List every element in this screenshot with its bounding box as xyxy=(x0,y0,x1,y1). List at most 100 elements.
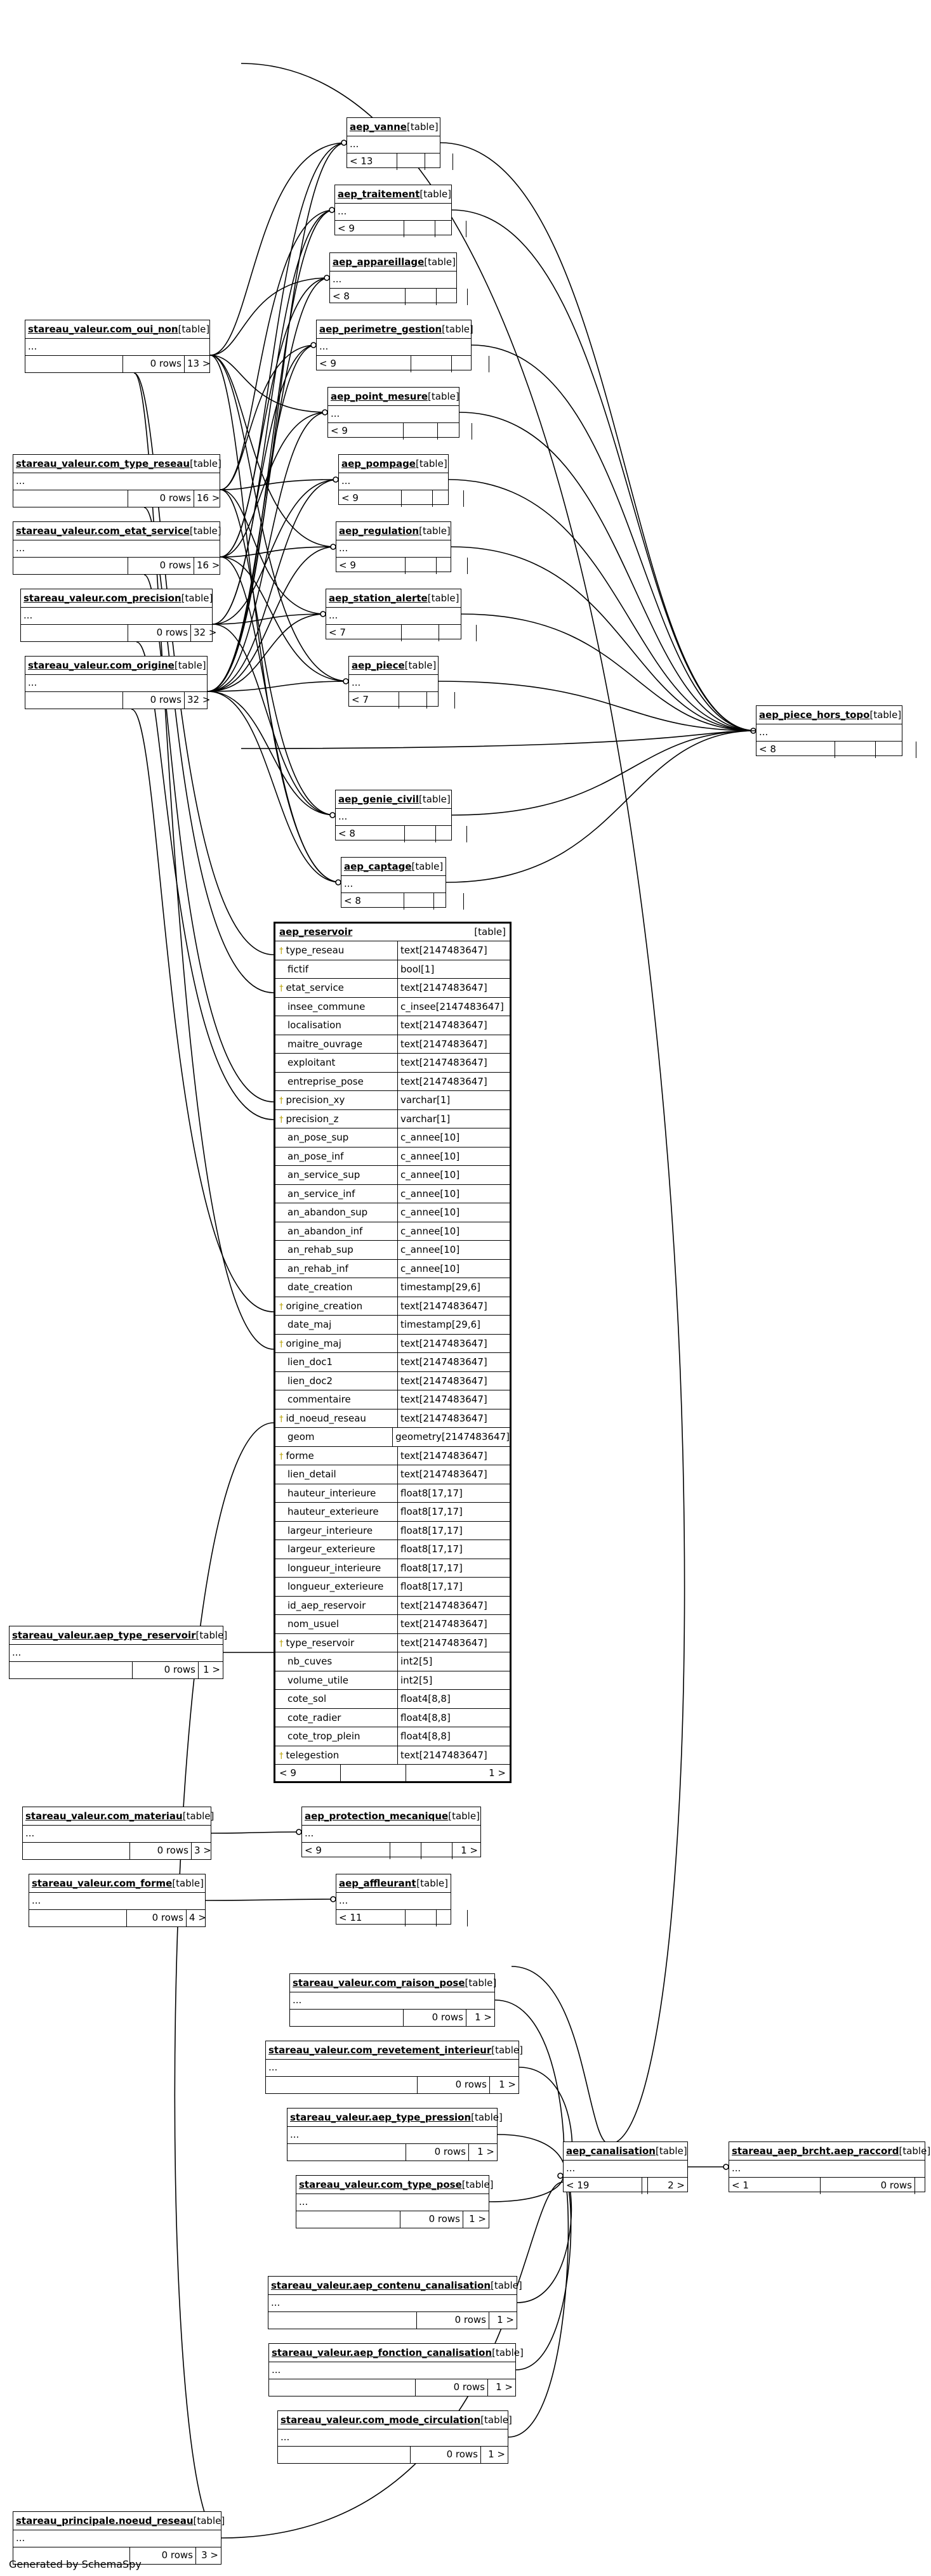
table-aep-captage[interactable]: aep_captage[table]...< 8 xyxy=(341,857,464,910)
column-type: text[2147483647] xyxy=(400,1449,487,1461)
table-aep-fonction-canalisation[interactable]: stareau_valeur.aep_fonction_canalisation… xyxy=(268,2343,524,2396)
table-com-oui-non[interactable]: stareau_valeur.com_oui_non[table]...0 ro… xyxy=(25,320,210,373)
table-com-revetement-interieur[interactable]: stareau_valeur.com_revetement_interieur[… xyxy=(265,2041,523,2094)
column-name: etat_service xyxy=(286,982,344,993)
table-aep-appareillage[interactable]: aep_appareillage[table]...< 8 xyxy=(329,252,468,305)
table-aep-type-reservoir[interactable]: stareau_valeur.aep_type_reservoir[table]… xyxy=(9,1626,227,1679)
table-aep-type-pression[interactable]: stareau_valeur.aep_type_pression[table].… xyxy=(287,2108,503,2161)
table-com-etat-service[interactable]: stareau_valeur.com_etat_service[table]..… xyxy=(13,521,221,575)
table-aep-pompage[interactable]: aep_pompage[table]...< 9 xyxy=(338,454,464,507)
table-name[interactable]: aep_reservoir xyxy=(279,926,353,938)
table-name[interactable]: aep_traitement xyxy=(338,188,420,200)
table-aep-brcht-raccord[interactable]: stareau_aep_brcht.aep_raccord[table]...<… xyxy=(729,2141,930,2194)
table-com-origine[interactable]: stareau_valeur.com_origine[table]...0 ro… xyxy=(25,656,210,709)
table-name[interactable]: aep_canalisation xyxy=(566,2145,656,2157)
table-name[interactable]: stareau_principale.noeud_reseau xyxy=(16,2515,194,2527)
table-kind: [table] xyxy=(178,324,210,335)
table-name[interactable]: aep_captage xyxy=(344,861,412,872)
table-name[interactable]: aep_perimetre_gestion xyxy=(319,324,442,335)
table-name[interactable]: aep_genie_civil xyxy=(338,794,419,805)
table-header: aep_vanne[table] xyxy=(347,118,440,136)
table-aep-perimetre-gestion[interactable]: aep_perimetre_gestion[table]...< 9 xyxy=(316,320,489,372)
footer-cell: 3 > xyxy=(191,1843,214,1859)
footer-cell: < 1 xyxy=(732,2180,749,2191)
column-type: float8[17,17] xyxy=(400,1581,463,1592)
table-kind: [table] xyxy=(193,2515,225,2527)
table-name[interactable]: stareau_valeur.com_materiau xyxy=(25,1810,183,1822)
column-type: text[2147483647] xyxy=(400,1375,487,1387)
table-name[interactable]: stareau_valeur.com_revetement_interieur xyxy=(268,2044,492,2056)
table-name[interactable]: stareau_valeur.com_forme xyxy=(32,1878,173,1889)
table-header: aep_affleurant[table] xyxy=(336,1874,451,1893)
relationship-line xyxy=(440,142,756,731)
table-aep-point-mesure[interactable]: aep_point_mesure[table]...< 9 xyxy=(327,387,472,440)
table-header: stareau_valeur.com_forme[table] xyxy=(29,1874,205,1893)
column-type: c_annee[10] xyxy=(400,1187,460,1200)
table-name[interactable]: aep_appareillage xyxy=(333,256,425,268)
table-aep-piece-hors-topo[interactable]: aep_piece_hors_topo[table]...< 8 xyxy=(756,705,916,758)
relationship-line xyxy=(209,142,347,356)
table-name[interactable]: stareau_aep_brcht.aep_raccord xyxy=(732,2145,899,2157)
table-com-type-pose[interactable]: stareau_valeur.com_type_pose[table]...0 … xyxy=(296,2175,493,2228)
table-footer: < 8 xyxy=(336,826,467,842)
table-aep-affleurant[interactable]: aep_affleurant[table]...< 11 xyxy=(336,1874,468,1926)
table-noeud-reseau[interactable]: stareau_principale.noeud_reseau[table]..… xyxy=(13,2511,225,2565)
table-name[interactable]: aep_regulation xyxy=(339,525,419,537)
column-type: float4[8,8] xyxy=(400,1730,451,1742)
table-com-precision[interactable]: stareau_valeur.com_precision[table]...0 … xyxy=(20,589,216,642)
table-name[interactable]: stareau_valeur.aep_type_pression xyxy=(290,2112,472,2123)
footer-cell xyxy=(467,1910,473,1926)
table-name[interactable]: stareau_valeur.aep_type_reservoir xyxy=(12,1630,196,1641)
table-name[interactable]: stareau_valeur.com_etat_service xyxy=(16,525,190,537)
footer-cell: 0 rows xyxy=(416,2312,489,2329)
table-kind: [table] xyxy=(465,1977,497,1989)
table-name[interactable]: aep_vanne xyxy=(350,121,407,133)
foreign-key-icon: † xyxy=(279,1302,284,1312)
table-name[interactable]: aep_piece xyxy=(352,660,405,671)
table-com-mode-circulation[interactable]: stareau_valeur.com_mode_circulation[tabl… xyxy=(277,2410,512,2464)
column-name-cell: an_pose_sup xyxy=(275,1128,398,1147)
column-type: float4[8,8] xyxy=(400,1711,451,1723)
column-name-cell: †precision_z xyxy=(275,1109,398,1128)
table-name[interactable]: aep_affleurant xyxy=(339,1878,416,1889)
table-aep-contenu-canalisation[interactable]: stareau_valeur.aep_contenu_canalisation[… xyxy=(268,2276,522,2329)
table-com-raison-pose[interactable]: stareau_valeur.com_raison_pose[table]...… xyxy=(289,1973,497,2027)
table-com-forme[interactable]: stareau_valeur.com_forme[table]...0 rows… xyxy=(29,1874,206,1927)
table-name[interactable]: aep_station_alerte xyxy=(329,592,428,604)
table-name[interactable]: aep_pompage xyxy=(341,458,416,469)
table-aep-piece[interactable]: aep_piece[table]...< 7 xyxy=(348,656,455,709)
table-name[interactable]: stareau_valeur.aep_fonction_canalisation xyxy=(272,2347,492,2358)
table-name[interactable]: stareau_valeur.com_type_reseau xyxy=(16,458,190,469)
table-com-materiau[interactable]: stareau_valeur.com_materiau[table]...0 r… xyxy=(22,1807,214,1860)
table-name[interactable]: stareau_valeur.com_type_pose xyxy=(299,2179,462,2190)
relationship-line xyxy=(451,209,756,731)
table-name[interactable]: stareau_valeur.com_mode_circulation xyxy=(281,2414,481,2426)
table-name[interactable]: stareau_valeur.com_oui_non xyxy=(28,324,178,335)
table-name[interactable]: stareau_valeur.com_precision xyxy=(23,592,182,604)
table-aep-station-alerte[interactable]: aep_station_alerte[table]...< 7 xyxy=(326,589,477,641)
table-name[interactable]: stareau_valeur.com_raison_pose xyxy=(293,1977,465,1989)
table-name[interactable]: aep_protection_mecanique xyxy=(305,1810,449,1822)
column-name: type_reservoir xyxy=(286,1637,355,1649)
relationship-line xyxy=(212,613,326,625)
table-aep-traitement[interactable]: aep_traitement[table]...< 9 xyxy=(334,185,466,237)
table-name[interactable]: stareau_valeur.com_origine xyxy=(28,660,175,671)
table-header: stareau_valeur.com_type_reseau[table] xyxy=(13,455,221,473)
relationship-line xyxy=(448,479,756,731)
table-name[interactable]: stareau_valeur.aep_contenu_canalisation xyxy=(271,2280,491,2291)
table-aep-genie-civil[interactable]: aep_genie_civil[table]...< 8 xyxy=(335,790,467,842)
table-aep-regulation[interactable]: aep_regulation[table]...< 9 xyxy=(336,521,468,574)
relationship-line xyxy=(212,344,317,625)
table-name[interactable]: aep_piece_hors_topo xyxy=(759,709,870,721)
table-aep-vanne[interactable]: aep_vanne[table]...< 13 xyxy=(347,117,453,170)
table-com-type-reseau[interactable]: stareau_valeur.com_type_reseau[table]...… xyxy=(13,454,221,507)
table-name[interactable]: aep_point_mesure xyxy=(331,391,428,402)
